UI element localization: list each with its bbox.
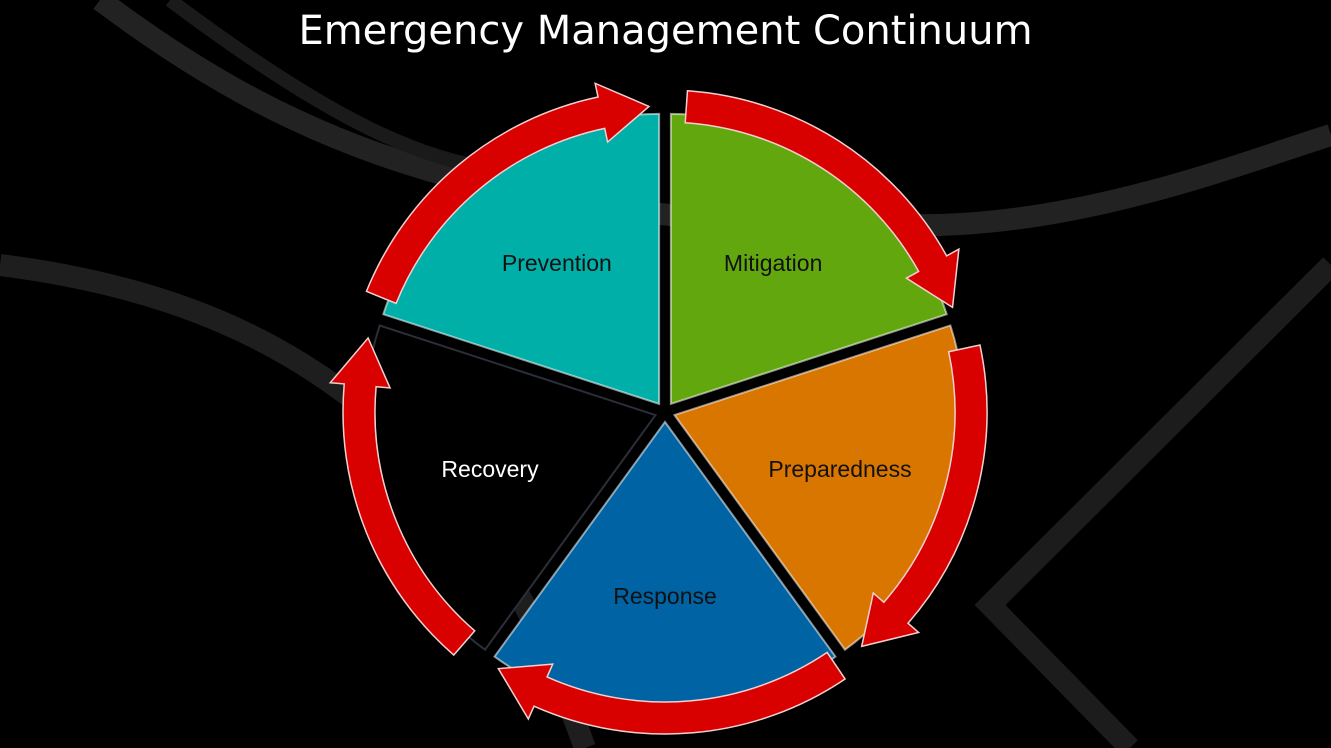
cycle-arrow	[684, 89, 960, 309]
segment-label: Preparedness	[768, 456, 911, 482]
segment-label: Mitigation	[724, 250, 822, 276]
segment-label: Response	[613, 583, 717, 609]
cycle-arrow	[497, 651, 847, 735]
cycle-arrow	[328, 336, 476, 657]
page-title: Emergency Management Continuum	[298, 8, 1033, 54]
segment-label: Prevention	[502, 250, 612, 276]
cycle-arrow	[365, 82, 651, 305]
cycle-arrow	[860, 344, 988, 648]
segment-label: Recovery	[441, 456, 539, 482]
